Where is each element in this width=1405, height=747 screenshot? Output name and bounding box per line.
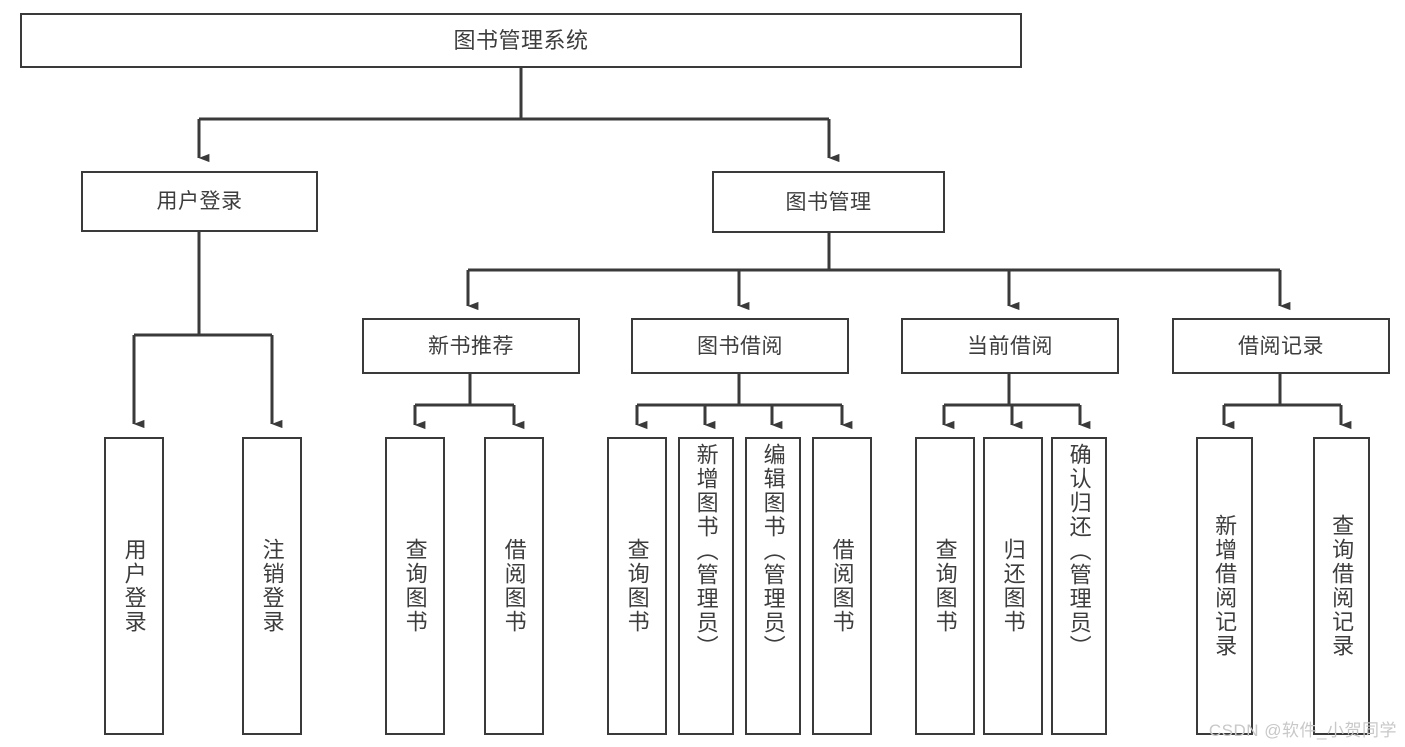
leaf-current-borrow-confirm-return[interactable]: 确认归还（管理员） [1051,437,1107,735]
node-label: 查询图书 [402,538,428,634]
leaf-current-borrow-query[interactable]: 查询图书 [915,437,975,735]
node-label: 图书借阅 [697,334,783,358]
node-label: 新书推荐 [428,334,514,358]
node-label: 查询借阅记录 [1329,514,1355,658]
leaf-borrow-record-add[interactable]: 新增借阅记录 [1196,437,1253,735]
node-current-borrow[interactable]: 当前借阅 [901,318,1119,374]
node-book-management[interactable]: 图书管理 [712,171,945,233]
node-label: 当前借阅 [967,334,1053,358]
node-new-book-recommend[interactable]: 新书推荐 [362,318,580,374]
node-label: 注销登录 [259,538,285,634]
leaf-user-login-signout[interactable]: 注销登录 [242,437,302,735]
node-borrow-record[interactable]: 借阅记录 [1172,318,1390,374]
leaf-new-book-query[interactable]: 查询图书 [385,437,445,735]
leaf-current-borrow-return[interactable]: 归还图书 [983,437,1043,735]
node-label: 借阅图书 [829,538,855,634]
csdn-watermark: CSDN @软件_小贺同学 [1208,721,1397,740]
node-label: 查询图书 [624,538,650,634]
node-label: 新增图书（管理员） [693,443,719,659]
leaf-book-borrow-borrow[interactable]: 借阅图书 [812,437,872,735]
node-label: 用户登录 [121,538,147,634]
leaf-book-borrow-edit[interactable]: 编辑图书（管理员） [745,437,801,735]
node-label: 借阅图书 [501,538,527,634]
node-label: 归还图书 [1000,538,1026,634]
leaf-user-login-signin[interactable]: 用户登录 [104,437,164,735]
node-label: 用户登录 [156,190,243,213]
node-label: 借阅记录 [1238,334,1324,358]
leaf-book-borrow-add[interactable]: 新增图书（管理员） [678,437,734,735]
node-label: 确认归还（管理员） [1066,443,1092,659]
node-book-borrow[interactable]: 图书借阅 [631,318,849,374]
node-user-login[interactable]: 用户登录 [81,171,318,232]
leaf-book-borrow-query[interactable]: 查询图书 [607,437,667,735]
node-label: 编辑图书（管理员） [760,443,786,659]
node-label: 图书管理系统 [453,27,589,53]
node-label: 查询图书 [932,538,958,634]
leaf-new-book-borrow[interactable]: 借阅图书 [484,437,544,735]
node-root-system[interactable]: 图书管理系统 [20,13,1022,68]
leaf-borrow-record-query[interactable]: 查询借阅记录 [1313,437,1370,735]
node-label: 新增借阅记录 [1212,514,1238,658]
node-label: 图书管理 [785,190,872,214]
